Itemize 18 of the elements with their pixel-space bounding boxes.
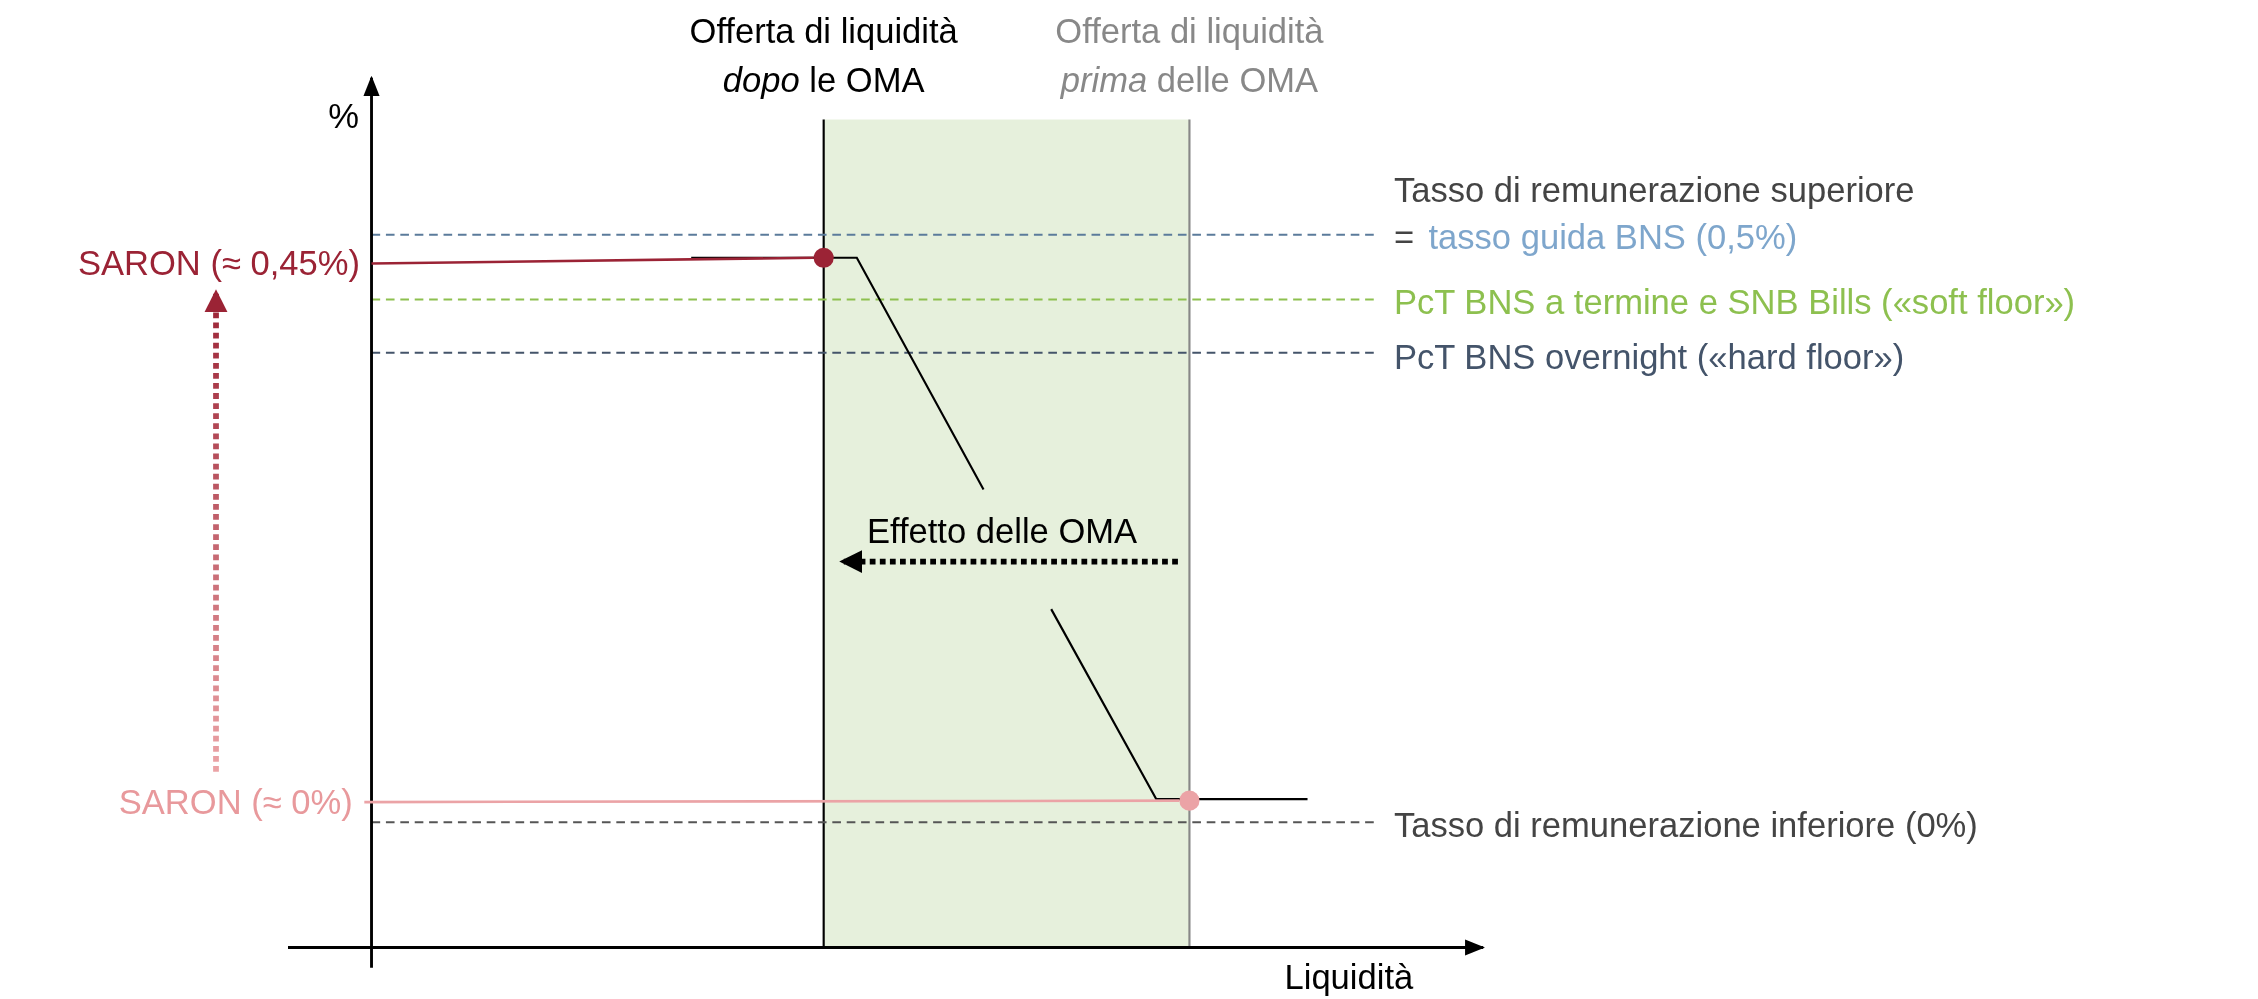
rate-label: PcT BNS a termine e SNB Bills («soft floor») xyxy=(1393,281,2076,324)
rate-label: SARON (≈ 0%) xyxy=(118,777,353,827)
curve-label: Offerta di liquidità dopo le OMA xyxy=(688,10,959,102)
rate-label: Tasso di remunerazione superiore xyxy=(1393,168,1915,211)
rate-label: SARON (≈ 0,45%) xyxy=(77,239,360,288)
axis-label: % xyxy=(328,95,360,138)
rate-label: Tasso di remunerazione inferiore (0%) xyxy=(1393,803,1978,846)
curve-label: Offerta di liquidità prima delle OMA xyxy=(1054,10,1325,102)
point-marker xyxy=(1179,790,1200,811)
arrow xyxy=(204,289,228,772)
rate-label: PcT BNS overnight («hard floor») xyxy=(1393,335,1905,378)
point-marker xyxy=(813,247,834,268)
rate-label: = xyxy=(1393,216,1415,259)
arrow-label: Effetto delle OMA xyxy=(866,510,1138,553)
rate-label: tasso guida BNS (0,5%) xyxy=(1428,216,1798,259)
rate-line xyxy=(371,256,814,265)
axis-label: Liquidità xyxy=(1284,956,1414,999)
rate-line xyxy=(364,799,1180,804)
